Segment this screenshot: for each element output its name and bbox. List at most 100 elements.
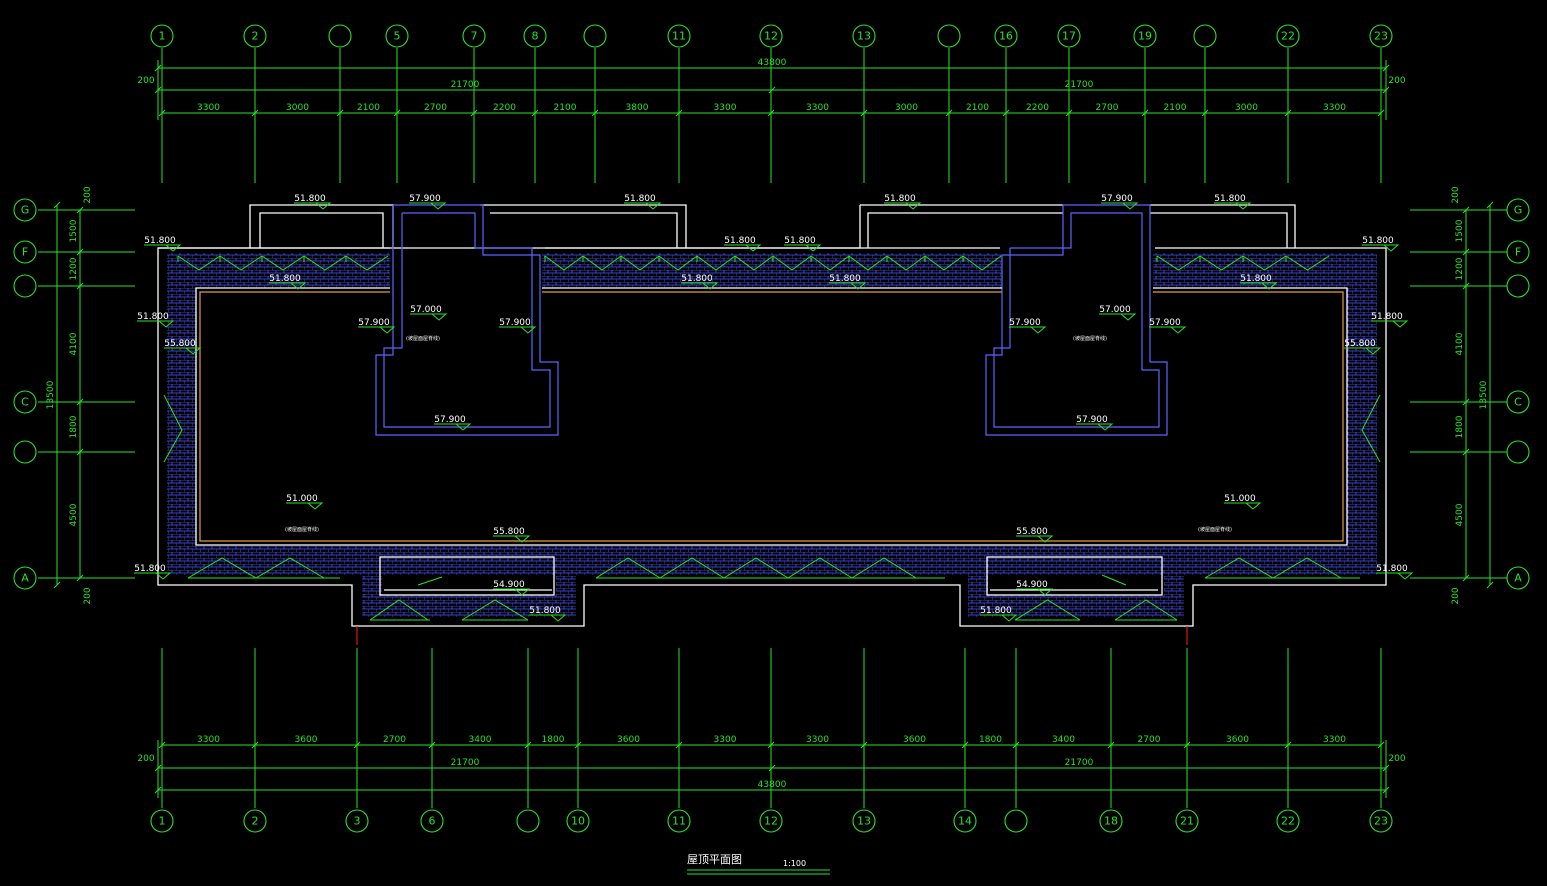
- slope-hatch: [1272, 557, 1342, 579]
- elevation-triangle: [1036, 535, 1054, 543]
- axis-label: 11: [672, 815, 686, 828]
- dimension-label: 43800: [758, 58, 787, 68]
- elevation-triangle: [289, 282, 307, 290]
- dimension-tick: [53, 201, 61, 209]
- slope-hatch: [163, 394, 183, 463]
- elevation-label: 57.900: [1149, 318, 1181, 328]
- axis-label: 23: [1374, 30, 1388, 43]
- axis-label: A: [21, 572, 29, 585]
- dimension-label: 200: [83, 587, 93, 604]
- axis-bubble: [566, 809, 590, 833]
- elevation-triangle: [1119, 313, 1137, 321]
- slope-hatch: [723, 557, 789, 579]
- dimension-tick: [591, 109, 599, 117]
- slope-hatch: [261, 255, 305, 271]
- axis-label: 2: [252, 815, 259, 828]
- axis-bubble: [1057, 24, 1081, 48]
- axis-bubble: [420, 809, 444, 833]
- elevation-triangle: [513, 535, 531, 543]
- dimension-tick: [1486, 201, 1494, 209]
- stair-tower-left: [375, 204, 559, 436]
- slope-hatch: [772, 255, 812, 271]
- elevation-triangle: [1169, 326, 1187, 334]
- dimension-tick: [524, 741, 532, 749]
- elevation-label: 57.900: [358, 318, 390, 328]
- slope-hatch: [734, 255, 774, 271]
- dimension-label: 1500: [1455, 219, 1465, 242]
- axis-grid-lines: [38, 48, 1507, 808]
- dimension-tick: [76, 574, 84, 582]
- elevation-label: 57.900: [1076, 415, 1108, 425]
- elevation-label: 54.900: [493, 580, 525, 590]
- dimension-label: 2200: [1026, 103, 1049, 113]
- ridge-notes: (坡屋面屋脊线) (坡屋面屋脊线) (坡屋面屋脊线) (坡屋面屋脊线): [285, 335, 1232, 533]
- roof-slope-hatches: [163, 255, 1381, 621]
- axis-label: A: [1514, 572, 1522, 585]
- elevation-label: 51.800: [294, 194, 326, 204]
- dimension-label: 3300: [806, 735, 829, 745]
- elevation-triangle: [904, 202, 922, 210]
- elevation-triangle: [1234, 202, 1252, 210]
- slope-hatch: [369, 599, 429, 621]
- dimension-label: 3300: [714, 735, 737, 745]
- dimension-tick: [961, 741, 969, 749]
- axis-label: 13: [857, 30, 871, 43]
- dimension-label: 3400: [1052, 735, 1075, 745]
- dimension-label: 13500: [1479, 380, 1489, 409]
- axis-label: 1: [159, 30, 166, 43]
- dimension-tick: [945, 109, 953, 117]
- elevation-triangle: [1391, 320, 1409, 328]
- dimension-tick: [1012, 741, 1020, 749]
- dimension-label: 21700: [451, 80, 480, 90]
- tiled-roof-bands: [167, 253, 1377, 617]
- elevation-triangle: [1000, 614, 1018, 622]
- slope-hatch: [658, 255, 698, 271]
- slope-hatch: [345, 255, 389, 271]
- elevation-label: 57.900: [409, 194, 441, 204]
- dimension-label: 3800: [626, 103, 649, 113]
- ridge-note: (坡屋面屋脊线): [406, 335, 440, 342]
- dimension-label: 200: [1388, 76, 1405, 86]
- dimension-tick: [1462, 398, 1470, 406]
- elevation-triangle: [1382, 244, 1400, 252]
- dimension-label: 3600: [617, 735, 640, 745]
- slope-hatch: [595, 557, 661, 579]
- axis-label: 7: [471, 30, 478, 43]
- elevation-triangle: [154, 572, 172, 580]
- dimension-label: 2700: [383, 735, 406, 745]
- dimension-label: 3400: [469, 735, 492, 745]
- elevation-triangle: [1396, 572, 1414, 580]
- elevation-label: 51.800: [137, 312, 169, 322]
- elevation-triangle: [1260, 282, 1278, 290]
- slope-hatch: [1156, 255, 1201, 271]
- dimension-tick: [1486, 581, 1494, 589]
- elevation-triangle: [804, 244, 822, 252]
- axis-bubble: [1506, 274, 1530, 298]
- dimension-tick: [353, 741, 361, 749]
- axis-label: C: [1514, 396, 1522, 409]
- drawing-title-block: 屋顶平面图 1:100: [687, 853, 830, 875]
- dimension-tick: [393, 109, 401, 117]
- axis-bubble: [1099, 809, 1123, 833]
- dimension-tick: [1002, 109, 1010, 117]
- axis-bubble: [1369, 24, 1393, 48]
- dimension-label: 4500: [69, 503, 79, 526]
- elevation-triangle: [429, 202, 447, 210]
- axis-label: C: [21, 396, 29, 409]
- elevation-triangle: [1029, 326, 1047, 334]
- dimension-tick: [1462, 282, 1470, 290]
- slope-hatch: [810, 255, 850, 271]
- elevation-triangle: [513, 588, 531, 596]
- elevation-label: 51.800: [134, 564, 166, 574]
- elevation-label: 55.800: [1016, 527, 1048, 537]
- elevation-label: 57.900: [1101, 194, 1133, 204]
- dimension-tick: [251, 741, 259, 749]
- elevation-triangle: [454, 423, 472, 431]
- dimension-tick: [1462, 448, 1470, 456]
- elevation-triangle: [519, 326, 537, 334]
- dimension-label: 2100: [554, 103, 577, 113]
- slope-hatch: [1114, 599, 1178, 621]
